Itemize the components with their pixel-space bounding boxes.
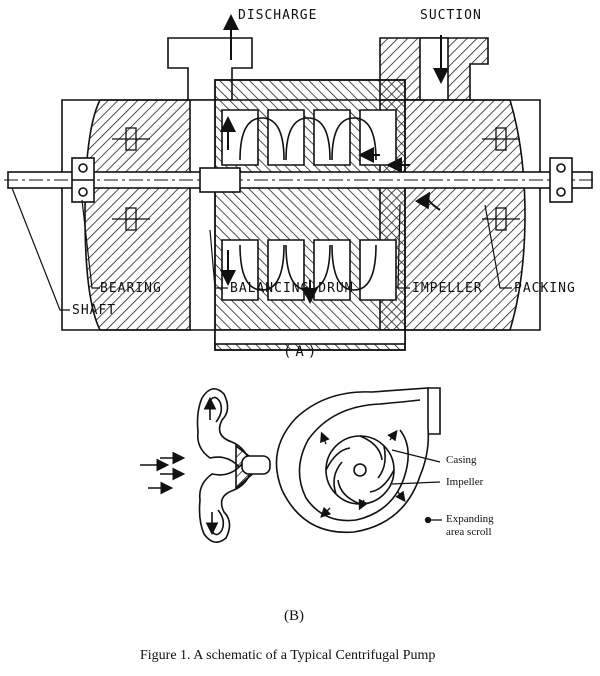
impeller-side-view (196, 388, 271, 543)
scroll-label-line1: Expanding (446, 513, 494, 525)
caption-a: (A) (283, 344, 321, 360)
bearing-label: BEARING (100, 281, 162, 296)
volute-casing-view (275, 387, 441, 534)
balancing-drum-label: BALANCING DRUM (230, 281, 354, 296)
leader-lines-a (11, 187, 512, 311)
shaft-label: SHAFT (72, 303, 117, 318)
flow-arrows-b-volute (320, 429, 442, 524)
casing-label: Casing (446, 454, 477, 466)
flow-arrows-a (220, 14, 449, 304)
caption-b: (B) (284, 608, 304, 624)
packing-label: PACKING (514, 281, 576, 296)
impeller-b-label: Impeller (446, 476, 484, 488)
multistage-pump-section (4, 37, 596, 351)
suction-label: SUCTION (420, 8, 482, 23)
figure-caption: Figure 1. A schematic of a Typical Centr… (140, 648, 436, 663)
scroll-label-line2: area scroll (446, 526, 492, 538)
discharge-label: DISCHARGE (238, 8, 318, 23)
impeller-label: IMPELLER (412, 281, 483, 296)
flow-arrows-b-side (140, 396, 219, 536)
